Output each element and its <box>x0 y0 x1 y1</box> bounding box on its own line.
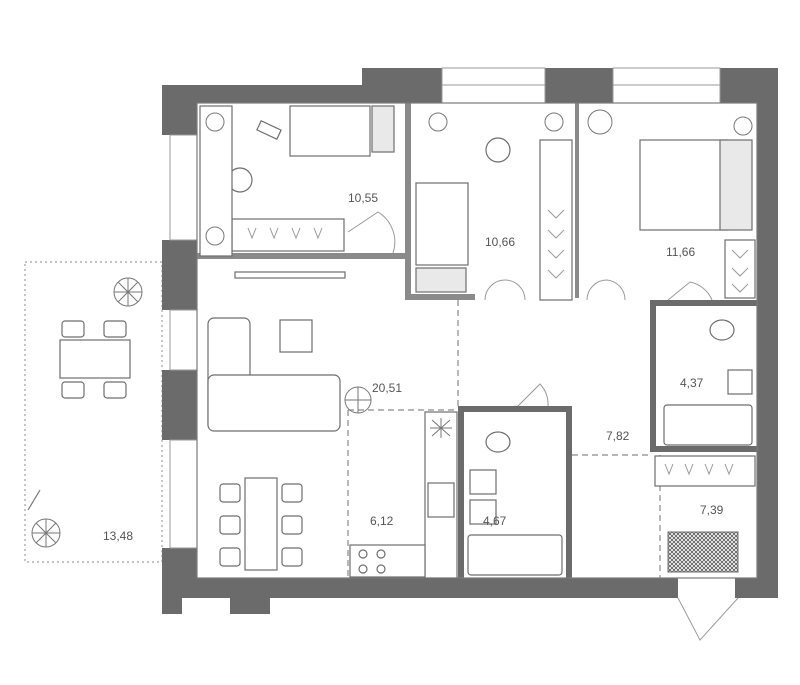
plant-icon <box>31 518 61 548</box>
bathroom-right: 4,37 <box>663 319 753 446</box>
hallway: 7,82 <box>606 429 630 443</box>
room-area-label: 7,39 <box>700 503 724 517</box>
bathtub-icon <box>663 404 753 446</box>
room-area-label: 13,48 <box>103 529 133 543</box>
hanger-icon <box>664 463 734 476</box>
room-area-label: 20,51 <box>372 381 402 395</box>
doormat <box>667 531 739 573</box>
sink-icon <box>427 482 455 518</box>
room-boundaries <box>196 102 758 579</box>
stove-icon <box>358 549 386 574</box>
plant-icon <box>587 109 753 136</box>
room-area-label: 7,82 <box>606 429 630 443</box>
hanger-icon <box>731 249 749 293</box>
outer-walls <box>162 68 778 614</box>
dining-set <box>219 477 303 571</box>
hanger-icon <box>547 209 565 279</box>
bedroom-right: 11,66 <box>587 109 756 299</box>
bedroom-middle: 10,66 <box>415 112 573 301</box>
room-area-label: 4,37 <box>680 376 704 390</box>
doors <box>347 211 739 641</box>
kitchen: 6,12 <box>349 411 458 579</box>
terrace-dining-set <box>59 320 131 399</box>
bathtub-icon <box>467 534 563 576</box>
room-area-label: 10,55 <box>348 191 378 205</box>
toilet-icon <box>709 319 735 341</box>
room-area-label: 6,12 <box>370 514 394 528</box>
room-area-label: 4,67 <box>483 514 507 528</box>
bathroom-middle: 4,67 <box>467 431 563 576</box>
living-room: 20,51 <box>207 271 402 571</box>
interior-walls <box>197 103 757 578</box>
plant-icon <box>205 112 225 246</box>
plant-icon <box>344 386 372 414</box>
toilet-icon <box>485 431 511 453</box>
terrace <box>24 261 163 563</box>
plant-icon <box>428 112 564 132</box>
entrance: 7,39 <box>654 455 756 573</box>
hanger-icon <box>247 227 323 240</box>
room-area-label: 10,66 <box>485 235 515 249</box>
bedroom-left: 10,55 <box>199 105 395 257</box>
sink-icon <box>469 469 497 495</box>
sink-icon <box>727 369 753 395</box>
room-area-label: 11,66 <box>666 245 695 259</box>
windows <box>169 67 721 549</box>
plant-icon <box>113 277 143 307</box>
